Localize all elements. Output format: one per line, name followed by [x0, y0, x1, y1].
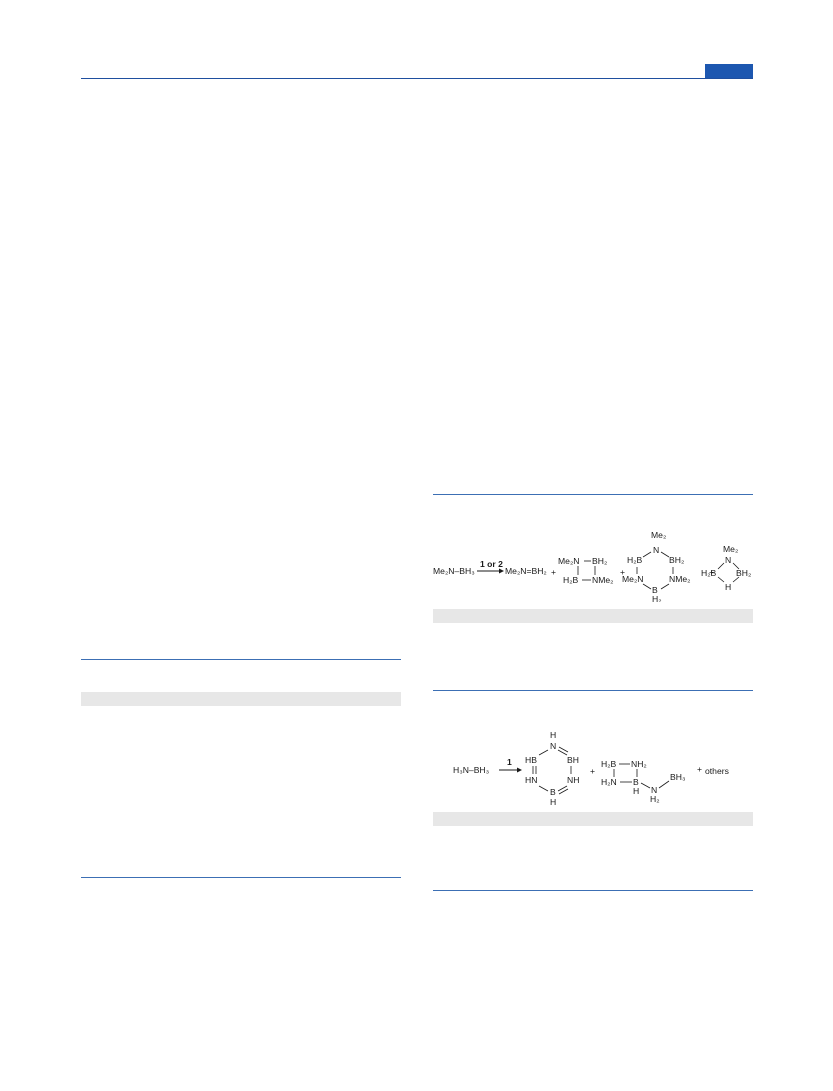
- scheme1-product: Me₂N=BH₂: [505, 566, 547, 576]
- ring-top-n: N: [550, 741, 556, 751]
- scheme1-plus-2: +: [620, 567, 625, 577]
- scheme2-plus: +: [590, 766, 595, 776]
- scheme2-table-shade: [433, 812, 753, 826]
- scheme1-figure: Me₂N–BH₃ 1 or 2 Me₂N=BH₂ + Me₂N BH₂ H₂B …: [433, 530, 751, 602]
- scheme1-plus-3: +: [709, 567, 714, 577]
- trimer-lower-left: Me₂N: [622, 574, 643, 584]
- scheme2-arrow-label: 1: [507, 757, 512, 767]
- scheme1-reactant: Me₂N–BH₃: [433, 566, 475, 576]
- trimer-lower-right: NMe₂: [669, 574, 690, 584]
- scheme2-others: others: [705, 766, 729, 776]
- page-number-tab: [705, 64, 753, 78]
- trimer-top-n: N: [653, 545, 659, 555]
- scheme2-arrow-icon: [499, 767, 522, 773]
- chain-b: B: [633, 777, 639, 787]
- dimer-bottom-left: H₂B: [563, 575, 579, 585]
- scheme1-trimer: Me₂ N H₂B BH₂ Me₂N NMe₂ B H₂: [622, 530, 690, 602]
- scheme1-bridged: Me₂ N H₂B BH₂ H: [701, 544, 751, 592]
- ring-top-h: H: [550, 730, 556, 740]
- trimer-bottom-h: H₂: [652, 594, 662, 602]
- ring-upper-left: HB: [525, 755, 537, 765]
- chain-h2b: H₂B: [601, 759, 617, 769]
- chain-h: H: [633, 786, 639, 796]
- ring-bottom-b: B: [550, 787, 556, 797]
- scheme1-arrow-label: 1 or 2: [480, 559, 503, 569]
- bridged-left: H₂B: [701, 568, 717, 578]
- bridged-top: Me₂: [723, 544, 738, 554]
- bridged-right: BH₂: [736, 568, 751, 578]
- left-table-top-rule: [81, 659, 401, 660]
- scheme2-plus-others: +: [697, 764, 702, 774]
- bridged-n: N: [725, 555, 731, 565]
- trimer-upper-left: H₂B: [627, 555, 643, 565]
- right-bottom-rule: [433, 890, 753, 891]
- chain-bh3: BH₃: [670, 772, 686, 782]
- scheme1-plus-1: +: [551, 567, 556, 577]
- dimer-bottom-right: NMe₂: [592, 575, 613, 585]
- left-table-header-shade: [81, 692, 401, 706]
- chain-nh2-top: NH₂: [631, 759, 647, 769]
- dimer-top-right: BH₂: [592, 556, 607, 566]
- dimer-top-left: Me₂N: [558, 556, 579, 566]
- ring-bottom-h: H: [550, 797, 556, 807]
- scheme2-figure: H₃N–BH₃ 1 H N HB BH HN NH B H + H₂B NH₂ …: [453, 730, 729, 807]
- left-table-bottom-rule: [81, 877, 401, 878]
- scheme1-arrow-icon: [477, 568, 504, 574]
- header-rule: [81, 78, 753, 79]
- scheme2-reactant: H₃N–BH₃: [453, 765, 490, 775]
- scheme1-table-shade: [433, 609, 753, 623]
- scheme1-dimer: Me₂N BH₂ H₂B NMe₂: [558, 556, 613, 585]
- scheme2-top-rule: [433, 690, 753, 691]
- trimer-top: Me₂: [651, 530, 666, 540]
- bridged-h: H: [725, 582, 731, 592]
- scheme1-top-rule: [433, 494, 753, 495]
- chain-n: N: [651, 785, 657, 795]
- trimer-upper-right: BH₂: [669, 555, 684, 565]
- chain-h2n: H₂N: [601, 777, 617, 787]
- ring-lower-right: NH: [567, 775, 579, 785]
- ring-lower-left: HN: [525, 775, 537, 785]
- ring-upper-right: BH: [567, 755, 579, 765]
- trimer-bottom-b: B: [652, 585, 658, 595]
- scheme2-ring: H N HB BH HN NH B H: [525, 730, 579, 807]
- scheme2-chain: H₂B NH₂ H₂N B H N H₂ BH₃: [601, 759, 686, 804]
- chain-h2: H₂: [650, 794, 660, 804]
